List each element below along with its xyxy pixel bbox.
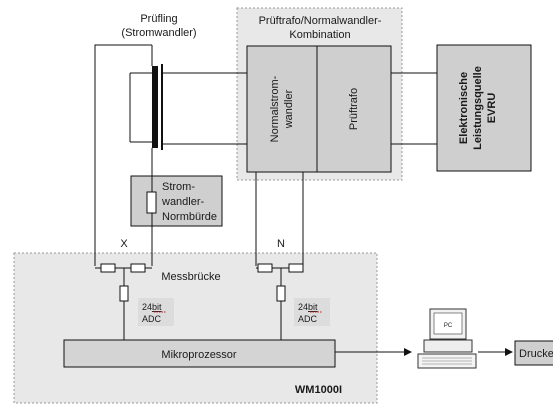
pc-screen-label: PC: [444, 323, 453, 329]
n-resistor-left-icon: [257, 263, 273, 273]
pruefling-title-line2: (Stromwandler): [121, 27, 196, 39]
x-shunt-resistor-icon: [119, 285, 129, 302]
mikroprozessor-label: Mikroprozessor: [161, 349, 237, 361]
prueftrafo-box: [316, 45, 392, 173]
prueftrafo-label: Prüftrafo: [348, 88, 360, 130]
adc-right-bits: 24bit: [298, 302, 318, 312]
evru-label-line1: Elektronische: [458, 72, 470, 144]
normbuerde-label-line3: Normbürde: [162, 211, 217, 223]
adc-right-label: ADC: [298, 314, 318, 324]
normalstromwandler-box: [246, 45, 318, 173]
combo-title-line2: Kombination: [289, 29, 350, 41]
arrow-mikro-to-pc-head: [404, 348, 412, 356]
combo-title-line1: Prüftrafo/Normalwandler-: [259, 15, 382, 27]
adc-right-bits-unit: bit: [308, 302, 318, 312]
mikroprozessor-box: [63, 339, 336, 368]
evru-label-line2: Leistungsquelle: [472, 66, 484, 150]
arrow-pc-to-drucker-head: [505, 348, 513, 356]
evru-box: [436, 44, 532, 172]
n-shunt-resistor-icon: [276, 285, 286, 302]
adc-right-box: [294, 298, 330, 326]
normbuerde-resistor-icon: [146, 191, 157, 214]
adc-left-box: [138, 298, 174, 326]
drucker-box: [514, 340, 553, 366]
normalstromwandler-label-line1: Normalstrom-: [269, 75, 281, 142]
normalstromwandler-label-line2: wandler: [283, 89, 295, 129]
wire-loop-outer-left: [94, 44, 152, 266]
messbruecke-label: Messbrücke: [161, 271, 220, 283]
x-resistor-right-icon: [130, 263, 146, 273]
wm-label: WM1000I: [295, 384, 342, 396]
messbruecke-panel: [13, 252, 378, 404]
n-resistor-right-icon: [288, 263, 304, 273]
pruefling-core-icon: [152, 66, 158, 148]
adc-left-label: ADC: [142, 314, 162, 324]
adc-left-bits-number: 24: [142, 302, 152, 312]
x-resistor-left-icon: [100, 263, 116, 273]
evru-label-line3: EVRU: [486, 93, 498, 124]
pruefling-title-line1: Prüfling: [140, 13, 177, 25]
n-label: N: [277, 238, 285, 250]
adc-left-bits-unit: bit: [152, 302, 162, 312]
adc-left-bits: 24bit: [142, 302, 162, 312]
normbuerde-label-line2: wandler-: [161, 196, 205, 208]
normbuerde-label-line1: Strom-: [162, 181, 195, 193]
adc-right-bits-number: 24: [298, 302, 308, 312]
drucker-label: Drucker: [519, 348, 553, 360]
pc-icon: [417, 308, 477, 369]
normbuerde-box: [130, 175, 223, 227]
x-label: X: [120, 238, 128, 250]
